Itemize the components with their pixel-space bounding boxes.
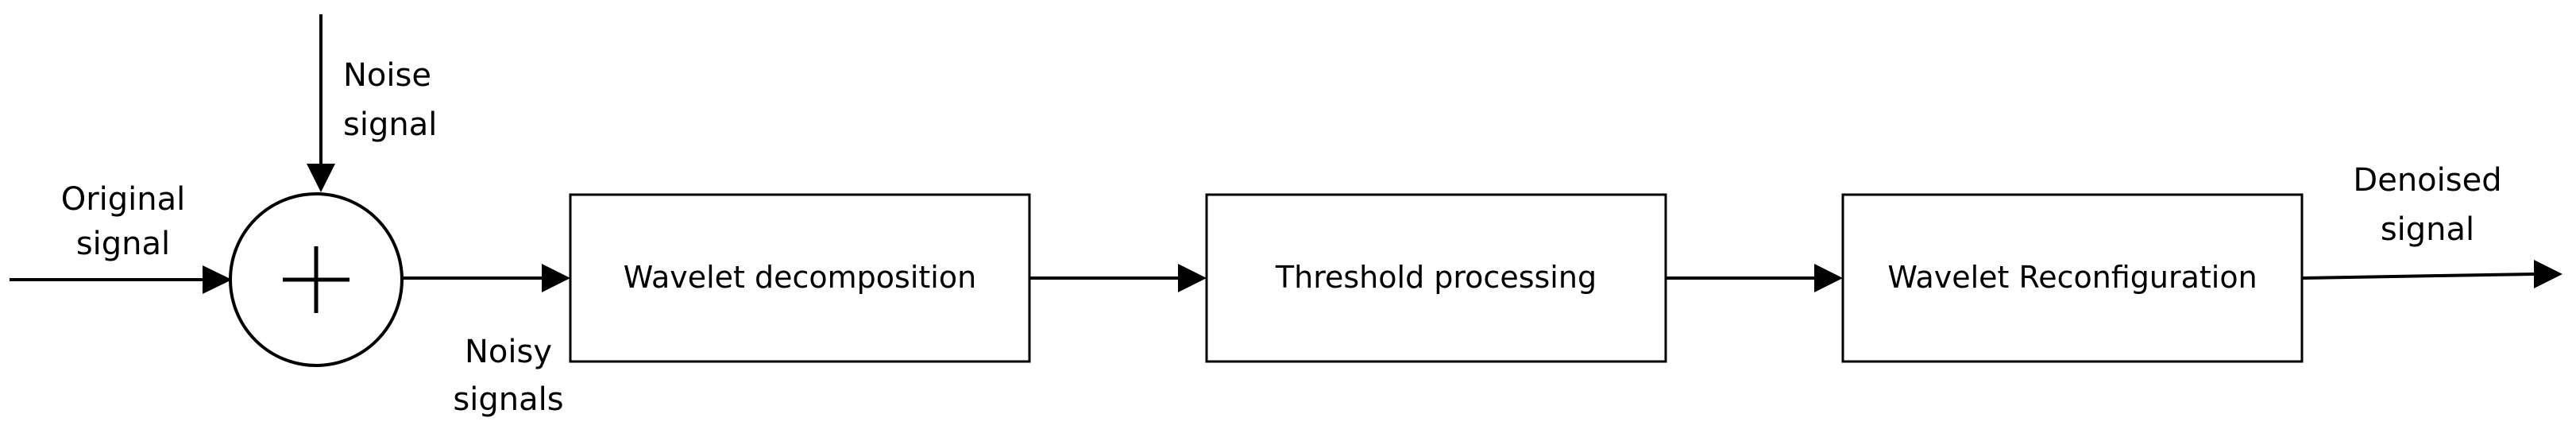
wavelet-decomposition-block (569, 193, 1031, 363)
threshold-processing-block (1205, 193, 1667, 363)
original-signal-arrowhead (203, 265, 232, 294)
denoised-signal-arrow-line (2301, 273, 2535, 280)
denoised-signal-arrowhead (2534, 260, 2562, 288)
noisy-signal-arrowhead (542, 264, 570, 292)
denoised-signal-label-line2: signal (2381, 211, 2474, 248)
original-signal-label-line2: signal (76, 226, 170, 262)
noisy-signals-label-line1: Noisy (465, 334, 552, 370)
original-signal-label-line1: Original (61, 181, 186, 218)
wavelet-reconfiguration-block (1841, 193, 2304, 363)
arrow-1-2-head (1178, 264, 1207, 292)
noise-signal-label-line2: signal (343, 106, 437, 143)
wavelet-decomposition-label: Wavelet decomposition (624, 260, 976, 295)
noisy-signals-label-line2: signals (453, 381, 563, 418)
threshold-processing-label: Threshold processing (1275, 260, 1597, 295)
noise-signal-label-line1: Noise (343, 57, 431, 94)
noise-signal-arrowhead (307, 164, 335, 192)
arrow-2-3-head (1814, 264, 1843, 292)
wavelet-reconfiguration-label: Wavelet Reconfiguration (1887, 260, 2257, 295)
denoised-signal-label-line1: Denoised (2353, 162, 2501, 199)
